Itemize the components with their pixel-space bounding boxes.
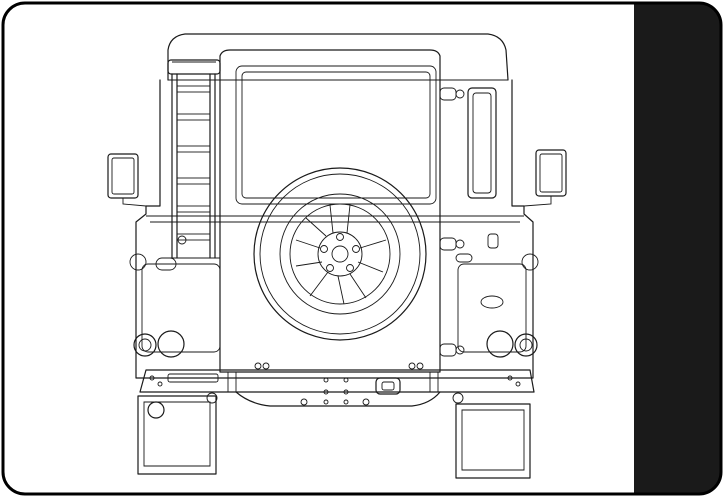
tow-eye-right	[487, 233, 499, 249]
reflector-oval	[480, 295, 504, 309]
wheel-spokes	[295, 204, 387, 305]
hinge-mid	[439, 237, 465, 251]
tail-lights-left	[133, 330, 185, 358]
mounting-holes	[300, 377, 370, 406]
hinge-bottom	[439, 343, 465, 357]
mirror-left	[107, 153, 147, 207]
spare-wheel	[253, 167, 427, 341]
tow-hitch	[375, 377, 401, 395]
rear-window	[235, 65, 437, 205]
body-outline	[135, 79, 534, 379]
roof-ladder	[167, 59, 221, 259]
tail-lights-right	[486, 330, 538, 358]
mudflap-left	[137, 392, 218, 475]
lug-nuts	[320, 233, 360, 272]
roof	[167, 33, 509, 81]
side-window-right	[467, 87, 497, 199]
rear-chassis	[235, 391, 441, 407]
mirror-right	[523, 149, 567, 207]
rear-bumper	[139, 362, 535, 393]
rear-door	[219, 49, 441, 373]
panel-right	[457, 263, 527, 353]
side-tab	[634, 3, 721, 494]
hinge-top	[439, 87, 465, 101]
mudflap-right	[452, 392, 531, 479]
